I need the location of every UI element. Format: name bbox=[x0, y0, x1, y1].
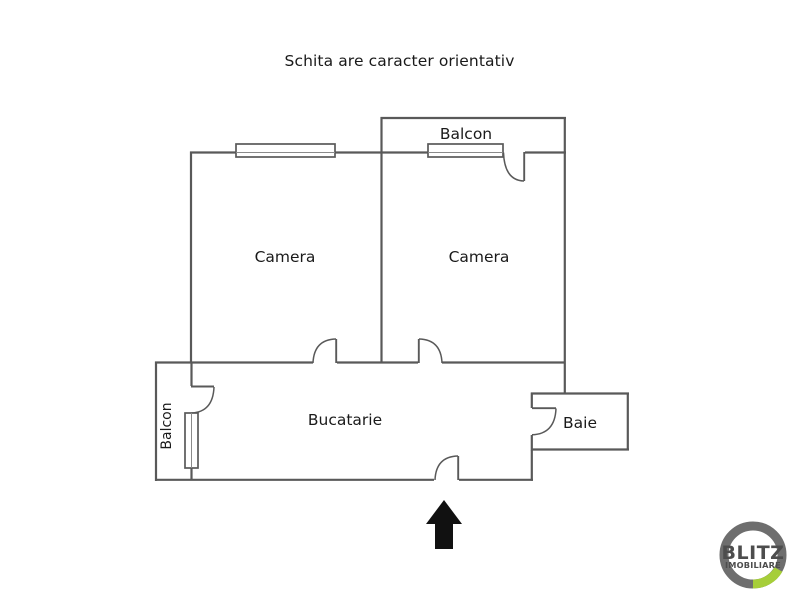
entrance-arrow bbox=[426, 500, 462, 549]
window-balcon-left bbox=[184, 412, 199, 469]
room-label-bucatarie: Bucatarie bbox=[308, 411, 382, 429]
logo-ring-accent bbox=[752, 566, 783, 589]
room-label-baie: Baie bbox=[563, 414, 597, 432]
room-label-balcon-left: Balcon bbox=[159, 402, 175, 449]
blitz-imobiliare-logo: BLITZ IMOBILIARE bbox=[716, 518, 790, 592]
room-label-camera-left: Camera bbox=[255, 248, 316, 266]
door-camera-left bbox=[312, 338, 338, 364]
balcon-top-walls bbox=[380, 116, 566, 152]
logo-subtitle-text: IMOBILIARE bbox=[725, 560, 781, 570]
page-title: Schita are caracter orientativ bbox=[284, 52, 515, 70]
window-camera-left bbox=[235, 143, 336, 158]
door-balcon-top bbox=[502, 152, 526, 182]
logo-brand-text: BLITZ bbox=[722, 542, 785, 564]
window-balcon-top bbox=[427, 143, 504, 158]
door-entrance bbox=[434, 455, 460, 481]
room-label-balcon-top: Balcon bbox=[440, 125, 492, 143]
baie-walls bbox=[530, 392, 629, 451]
door-baie bbox=[531, 407, 557, 436]
door-balcon-left bbox=[191, 385, 215, 414]
logo-svg: BLITZ IMOBILIARE bbox=[719, 521, 787, 589]
room-label-camera-right: Camera bbox=[449, 248, 510, 266]
apartment-outer-walls bbox=[154, 151, 566, 481]
door-camera-right bbox=[417, 338, 443, 364]
